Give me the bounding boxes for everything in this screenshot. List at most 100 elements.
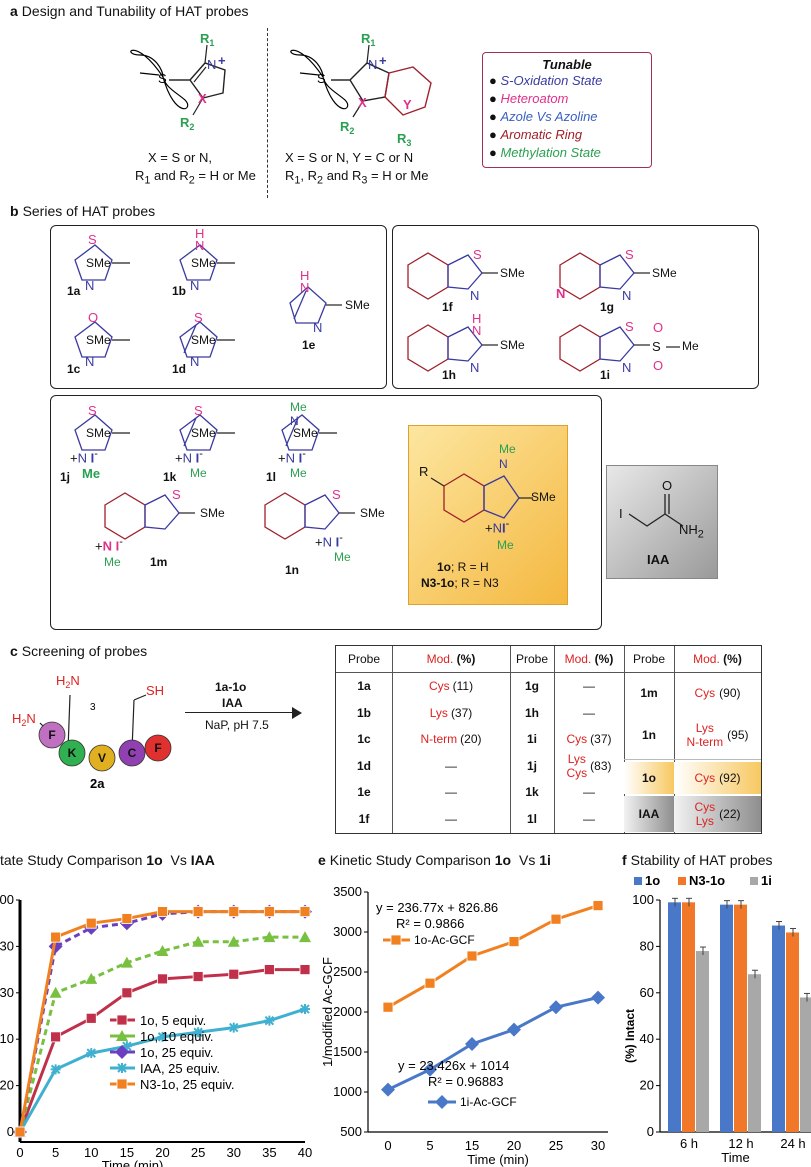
tick-label-x: 25 [191,1145,205,1160]
legend-label: IAA, 25 equiv. [140,1061,220,1076]
design-left-s: S [158,71,167,86]
tick-label-x: 40 [298,1145,312,1160]
table-header-line [336,672,761,673]
series-line [387,904,599,1009]
table-probe-cell: 1d [356,758,371,773]
data-point [263,931,276,943]
probe-structures-b [74,244,680,540]
table-probe-cell: 1b [356,705,371,720]
me-1i: Me [682,339,699,353]
table-probe-cell: 1m [640,686,658,700]
annotation-eq-1o: y = 236.77x + 826.86 [376,900,498,915]
me-1m: Me [104,555,121,569]
residue-ball [144,734,172,762]
table-probe-cell: IAA [624,796,674,832]
series-line [18,935,305,1133]
table-mod-cell: Cys(92) [674,762,761,794]
tunable-item: ● Heteroatom [489,91,569,106]
bar [748,974,761,1132]
data-point [263,964,275,975]
atom-o2-1i: O [653,358,664,373]
svg-text:2a: 2a [90,776,105,790]
atom-o1-1i: O [653,320,664,335]
data-point [50,931,62,943]
me-bottom-1o: Me [497,538,514,552]
bar [668,902,681,1132]
table-probe-cell: 1j [526,758,537,773]
data-point [549,1000,563,1015]
table-probe-cell: 1g [524,679,539,694]
reagent-iaa: IAA [222,696,243,710]
tick-label-x: 30 [227,1145,241,1160]
table-divider [554,646,555,833]
legend-label: 1o-Ac-GCF [414,933,475,947]
tick-label-y: 3500 [333,884,362,899]
table-divider [674,646,675,833]
tick-label-y: 60 [640,985,654,1000]
residue-label: V [98,751,106,765]
svg-text:X: X [198,91,207,106]
table-probe-cell: 1n [641,728,656,742]
atom-o-iaa: O [662,478,673,493]
data-point [50,1064,61,1075]
svg-text:3: 3 [90,702,96,713]
atom-sulfonyl-1i: S [652,339,661,354]
table-mod-cell: — [583,811,595,826]
atom-s-1f: S [473,247,482,262]
table-mod-cell: N-term (20) [420,732,482,747]
data-point [299,964,311,975]
structure-iaa [628,494,684,527]
atom-n-1b: N [190,278,200,293]
tick-label-x: 0 [384,1138,391,1153]
tick-label-x: 15 [465,1138,479,1153]
smme-1o: SMe [531,490,556,504]
tick-label-y: 1000 [333,1084,362,1099]
smme-1f: SMe [500,266,525,280]
atom-n-1j: +N I- [70,448,98,466]
data-point [300,1004,310,1015]
svg-text:Y: Y [403,97,412,112]
table-header-probe: Probe [347,652,381,666]
tick-label-x: 25 [549,1138,563,1153]
atom-n-1c: N [85,354,95,369]
atom-o-1c: O [88,310,99,325]
structure-1o [430,473,533,523]
annotation-eq-1i: y = 23.426x + 1014 [398,1058,509,1073]
data-point [85,1012,97,1024]
legend-marker [435,1095,449,1109]
svg-text:N: N [368,57,377,72]
data-point [193,1027,204,1038]
svg-text:H2N: H2N [12,711,36,728]
legend-label: 1o, 25 equiv. [140,1045,213,1060]
table-header-mod: Mod. (%) [693,652,742,666]
bar [720,904,733,1132]
smme-1b: SMe [191,256,216,270]
atom-s-1d: S [194,310,203,325]
legend-label: N3-1o [689,873,725,888]
axis-label-x: Time (min) [467,1152,529,1167]
legend-label: 1i [761,873,772,888]
design-left-structure: S N + R1 X R2 [130,31,226,132]
tick-label-x: 30 [591,1138,605,1153]
atom-n-1l: +N I- [278,448,306,466]
smme-1a: SMe [86,256,111,270]
bar [786,932,799,1132]
me-1n: Me [334,550,351,564]
table-probe-cell: 1i [526,732,537,747]
tunable-box: Tunable ● S-Oxidation State● Heteroatom●… [482,52,652,168]
svg-text:H2N: H2N [56,673,80,690]
design-left-cond1: X = S or N, [148,150,212,165]
data-point [157,973,168,985]
data-point [591,990,605,1005]
data-point [466,950,478,962]
residue-ball [38,721,66,749]
data-point [465,1037,479,1051]
